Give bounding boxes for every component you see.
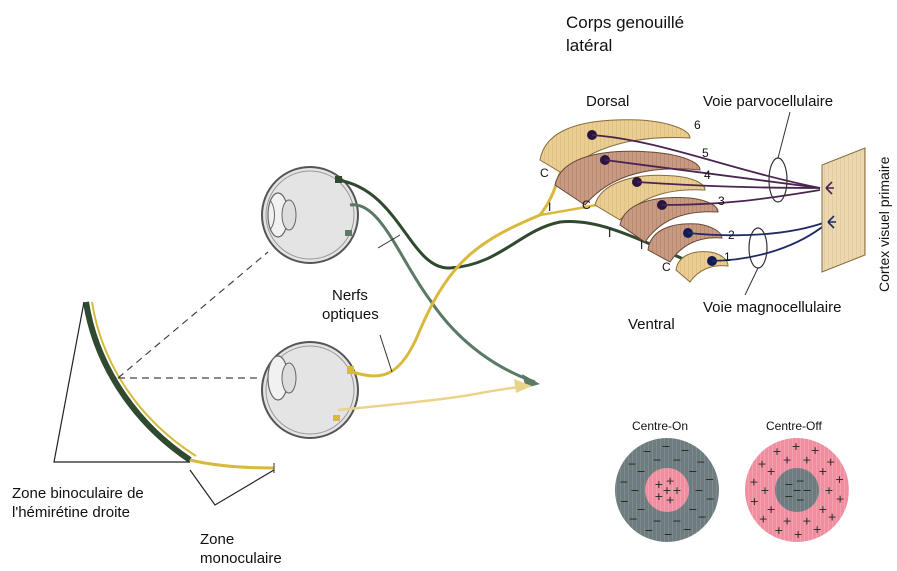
binocular-zone-line1: Zone binoculaire de [12, 484, 144, 503]
surround-sign: − [694, 484, 703, 497]
center-sign: − [792, 484, 801, 497]
surround-sign: − [653, 454, 662, 467]
layer-number-2: 2 [728, 228, 735, 242]
surround-sign: − [706, 493, 715, 506]
surround-sign: − [672, 514, 681, 527]
surround-sign: + [759, 512, 768, 525]
surround-sign: + [811, 444, 820, 457]
layer-mark-2: I [640, 238, 643, 252]
surround-sign: + [750, 495, 759, 508]
surround-sign: − [637, 465, 646, 478]
surround-sign: + [767, 465, 776, 478]
surround-sign: − [644, 524, 653, 537]
surround-sign: + [772, 445, 781, 458]
layer-mark-6: C [540, 166, 549, 180]
surround-sign: + [783, 454, 792, 467]
surround-sign: + [793, 528, 802, 541]
parvocellular-label: Voie parvocellulaire [703, 92, 833, 111]
surround-sign: + [783, 514, 792, 527]
surround-sign: − [697, 511, 706, 524]
layer-number-3: 3 [718, 194, 725, 208]
surround-sign: + [791, 440, 800, 453]
dorsal-label: Dorsal [586, 92, 629, 111]
surround-sign: − [619, 475, 628, 488]
surround-sign: − [705, 473, 714, 486]
surround-sign: + [826, 456, 835, 469]
surround-sign: + [818, 503, 827, 516]
visual-cortex-block [822, 148, 865, 272]
cortex-label: Cortex visuel primaire [876, 157, 892, 292]
surround-sign: + [836, 493, 845, 506]
surround-sign: − [653, 514, 662, 527]
surround-sign: + [835, 473, 844, 486]
surround-sign: + [749, 475, 758, 488]
layer-mark-4: C [582, 198, 591, 212]
centre-off-label: Centre-Off [766, 419, 822, 433]
nerves-label-line1: Nerfs [332, 286, 368, 305]
lgn-title-line1: Corps genouillé [566, 12, 684, 33]
lgn-layers [540, 120, 728, 282]
magnocellular-label: Voie magnocellulaire [703, 298, 841, 317]
monocular-zone-line1: Zone [200, 530, 234, 549]
nerves-pointers [378, 235, 400, 372]
surround-sign: + [757, 457, 766, 470]
zone-brackets [54, 302, 274, 505]
surround-sign: − [629, 512, 638, 525]
monocular-zone-line2: monoculaire [200, 549, 282, 568]
layer-number-1: 1 [724, 250, 731, 264]
surround-sign: − [682, 523, 691, 536]
lgn-title-line2: latéral [566, 35, 612, 56]
layer-mark-5: I [548, 200, 551, 214]
layer-number-4: 4 [704, 168, 711, 182]
surround-sign: + [812, 523, 821, 536]
surround-sign: + [827, 511, 836, 524]
layer-mark-1: C [662, 260, 671, 274]
surround-sign: − [663, 528, 672, 541]
surround-sign: + [774, 524, 783, 537]
layer-mark-3: I [608, 226, 611, 240]
hemiretina [86, 302, 274, 473]
surround-sign: − [696, 456, 705, 469]
surround-sign: − [620, 495, 629, 508]
surround-sign: + [760, 484, 769, 497]
nerves-label-line2: optiques [322, 305, 379, 324]
lgn-layer-1 [676, 252, 728, 282]
surround-sign: − [642, 445, 651, 458]
lower-eye [262, 342, 358, 438]
surround-sign: + [824, 484, 833, 497]
ventral-label: Ventral [628, 315, 675, 334]
centre-on-label: Centre-On [632, 419, 688, 433]
binocular-zone-line2: l'hémirétine droite [12, 503, 130, 522]
surround-sign: − [688, 503, 697, 516]
layer-number-5: 5 [702, 146, 709, 160]
surround-sign: − [661, 440, 670, 453]
projection-lines [118, 252, 268, 378]
surround-sign: − [681, 444, 690, 457]
layer-number-6: 6 [694, 118, 701, 132]
center-sign: + [662, 484, 671, 497]
surround-sign: − [630, 484, 639, 497]
surround-sign: − [627, 457, 636, 470]
surround-sign: + [802, 514, 811, 527]
